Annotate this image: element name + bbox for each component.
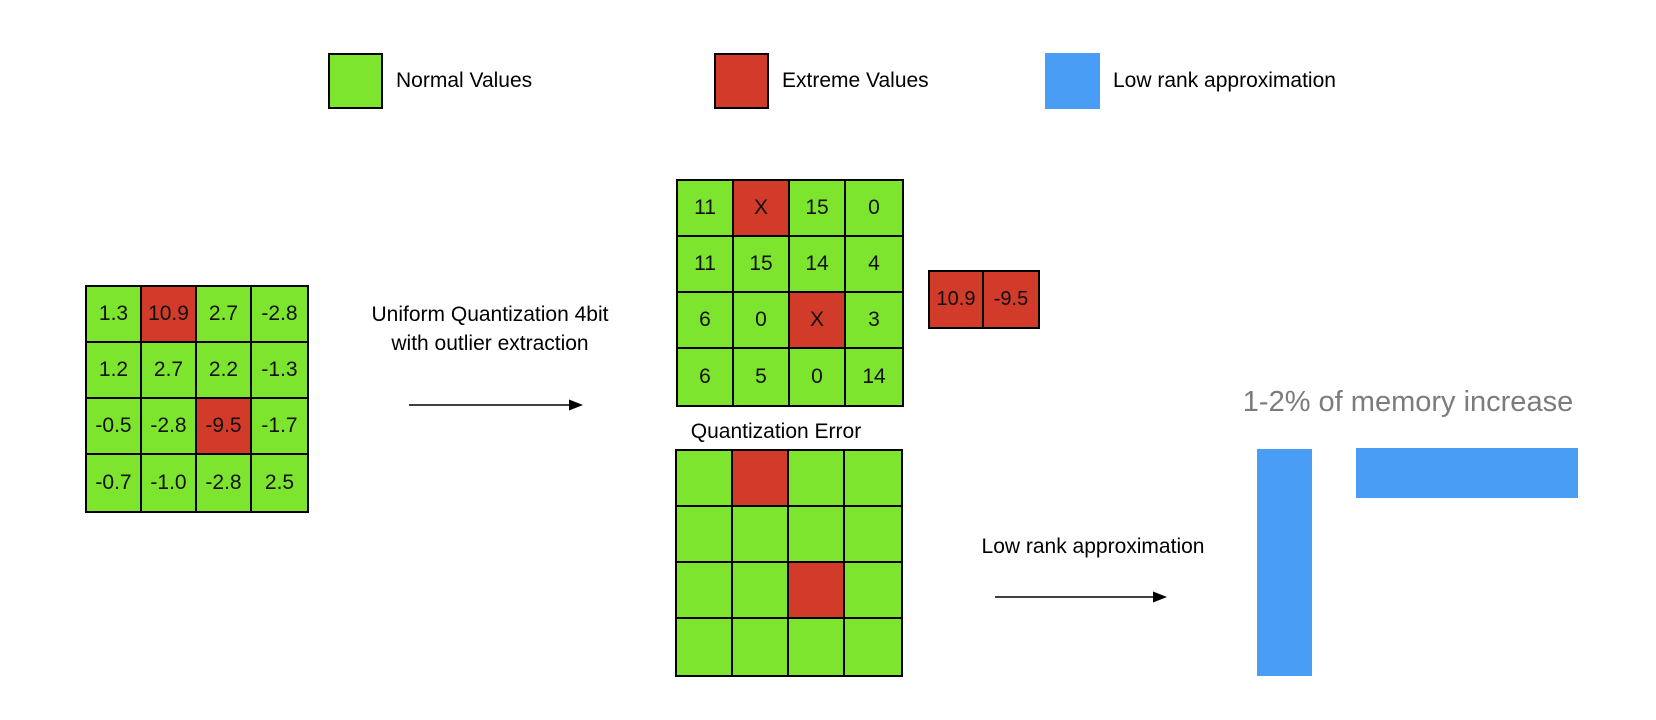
- normal-value-cell: 11: [678, 237, 734, 293]
- normal-value-cell: 15: [734, 237, 790, 293]
- normal-value-cell: [845, 507, 901, 563]
- normal-value-cell: 5: [734, 349, 790, 405]
- legend-label: Low rank approximation: [1113, 69, 1336, 92]
- quantization-error-matrix: [675, 449, 903, 677]
- normal-value-cell: 2.7: [197, 287, 252, 343]
- legend-item-normal-values: Normal Values: [328, 53, 532, 109]
- normal-value-cell: -2.8: [252, 287, 307, 343]
- normal-value-cell: [789, 507, 845, 563]
- normal-value-cell: 0: [846, 181, 902, 237]
- low-rank-row-vector: [1356, 448, 1578, 498]
- normal-value-cell: 11: [678, 181, 734, 237]
- normal-value-cell: 15: [790, 181, 846, 237]
- normal-value-cell: 3: [846, 293, 902, 349]
- extreme-value-cell: [733, 451, 789, 507]
- low-rank-column-vector: [1257, 449, 1312, 676]
- normal-values-swatch: [328, 53, 383, 109]
- quantization-step-line2: with outlier extraction: [391, 332, 589, 355]
- quantization-step-label: Uniform Quantization 4bit with outlier e…: [340, 300, 640, 358]
- arrow-right-icon: [409, 399, 583, 411]
- normal-value-cell: 4: [846, 237, 902, 293]
- normal-value-cell: [733, 619, 789, 675]
- extreme-value-cell: X: [734, 181, 790, 237]
- extreme-value-cell: X: [790, 293, 846, 349]
- normal-value-cell: 2.5: [252, 455, 307, 511]
- legend-label: Extreme Values: [782, 69, 929, 92]
- normal-value-cell: -2.8: [142, 399, 197, 455]
- normal-value-cell: -1.7: [252, 399, 307, 455]
- extreme-value-cell: 10.9: [930, 272, 984, 327]
- normal-value-cell: 0: [790, 349, 846, 405]
- low-rank-swatch: [1045, 53, 1100, 109]
- legend-label: Normal Values: [396, 69, 533, 92]
- normal-value-cell: -1.0: [142, 455, 197, 511]
- normal-value-cell: [789, 451, 845, 507]
- extreme-value-cell: -9.5: [984, 272, 1038, 327]
- normal-value-cell: 2.7: [142, 343, 197, 399]
- normal-value-cell: [845, 563, 901, 619]
- legend-item-low-rank: Low rank approximation: [1045, 53, 1336, 109]
- normal-value-cell: -2.8: [197, 455, 252, 511]
- extreme-value-cell: 10.9: [142, 287, 197, 343]
- normal-value-cell: -1.3: [252, 343, 307, 399]
- arrow-right-icon: [995, 591, 1167, 603]
- normal-value-cell: [789, 619, 845, 675]
- normal-value-cell: [677, 451, 733, 507]
- normal-value-cell: 1.2: [87, 343, 142, 399]
- normal-value-cell: [677, 507, 733, 563]
- normal-value-cell: 14: [846, 349, 902, 405]
- normal-value-cell: 1.3: [87, 287, 142, 343]
- legend-item-extreme-values: Extreme Values: [714, 53, 929, 109]
- normal-value-cell: [733, 507, 789, 563]
- normal-value-cell: 0: [734, 293, 790, 349]
- normal-value-cell: 6: [678, 293, 734, 349]
- low-rank-step-label: Low rank approximation: [981, 535, 1205, 558]
- normal-value-cell: [845, 619, 901, 675]
- extreme-values-swatch: [714, 53, 769, 109]
- normal-value-cell: -0.7: [87, 455, 142, 511]
- normal-value-cell: 2.2: [197, 343, 252, 399]
- normal-value-cell: [677, 619, 733, 675]
- normal-value-cell: 14: [790, 237, 846, 293]
- normal-value-cell: [733, 563, 789, 619]
- extreme-value-cell: [789, 563, 845, 619]
- normal-value-cell: 6: [678, 349, 734, 405]
- quantization-step-line1: Uniform Quantization 4bit: [371, 303, 609, 326]
- extracted-outliers: 10.9-9.5: [928, 270, 1040, 329]
- normal-value-cell: [677, 563, 733, 619]
- quantization-error-title: Quantization Error: [690, 420, 862, 443]
- memory-increase-note: 1-2% of memory increase: [1242, 386, 1574, 418]
- normal-value-cell: -0.5: [87, 399, 142, 455]
- extreme-value-cell: -9.5: [197, 399, 252, 455]
- normal-value-cell: [845, 451, 901, 507]
